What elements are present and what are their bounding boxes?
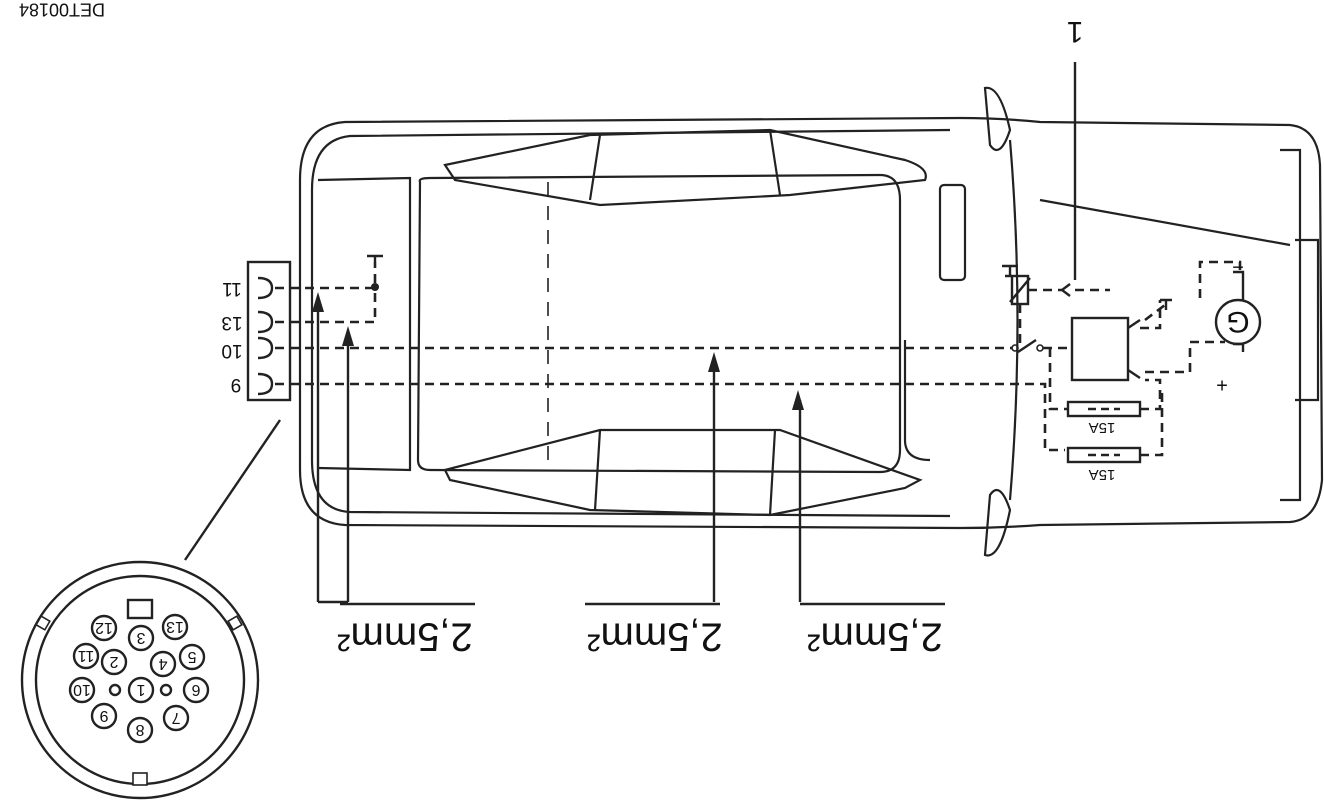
minus-sign: − <box>1232 256 1244 278</box>
socket-pin-3: 3 <box>136 629 145 646</box>
pin-label-11: 11 <box>222 278 242 299</box>
socket-pins: 13 12 5 3 11 4 2 6 1 10 7 9 8 <box>68 613 210 744</box>
wire-pin-11 <box>275 262 377 290</box>
fuse-label-1: 15A <box>1089 419 1116 436</box>
generator-symbol: G <box>1226 305 1249 338</box>
wire-pin-9 <box>275 382 1065 452</box>
socket-face <box>20 560 260 800</box>
socket-pin-5: 5 <box>187 648 196 665</box>
pin-label-10: 10 <box>221 340 242 361</box>
plus-sign: + <box>1216 374 1228 396</box>
figure-id: DET00184 <box>19 0 105 19</box>
socket-pin-11: 11 <box>78 647 95 664</box>
wiring <box>275 62 1262 470</box>
callout-number: 1 <box>1067 15 1084 48</box>
car-outline <box>298 86 1324 557</box>
pin-label-9: 9 <box>231 374 242 395</box>
socket-pin-8: 8 <box>135 721 144 738</box>
battery <box>1070 316 1130 382</box>
wire-gauge-label-2: 2,5mm² <box>587 614 723 658</box>
socket-pin-10: 10 <box>73 681 91 698</box>
socket-pin-12: 12 <box>95 619 113 636</box>
fuse-label-2: 15A <box>1089 466 1116 483</box>
connector-pin-labels: 11 13 10 9 <box>221 278 242 395</box>
wire-gauge-label-3: 2,5mm² <box>807 614 943 658</box>
gauge-leaders <box>312 292 945 606</box>
wire-gauge-label-1: 2,5mm² <box>337 614 473 658</box>
socket-leader <box>184 419 281 561</box>
socket-pin-13: 13 <box>166 618 184 635</box>
rear-connector <box>246 260 292 402</box>
wire-pin-13 <box>275 290 377 324</box>
pin-label-13: 13 <box>221 312 242 333</box>
socket-pin-9: 9 <box>99 707 108 724</box>
socket-pin-4: 4 <box>158 655 167 672</box>
socket-pin-6: 6 <box>191 681 200 698</box>
socket-pin-1: 1 <box>136 681 145 698</box>
socket-pin-7: 7 <box>171 709 180 726</box>
socket-pin-2: 2 <box>109 653 118 670</box>
